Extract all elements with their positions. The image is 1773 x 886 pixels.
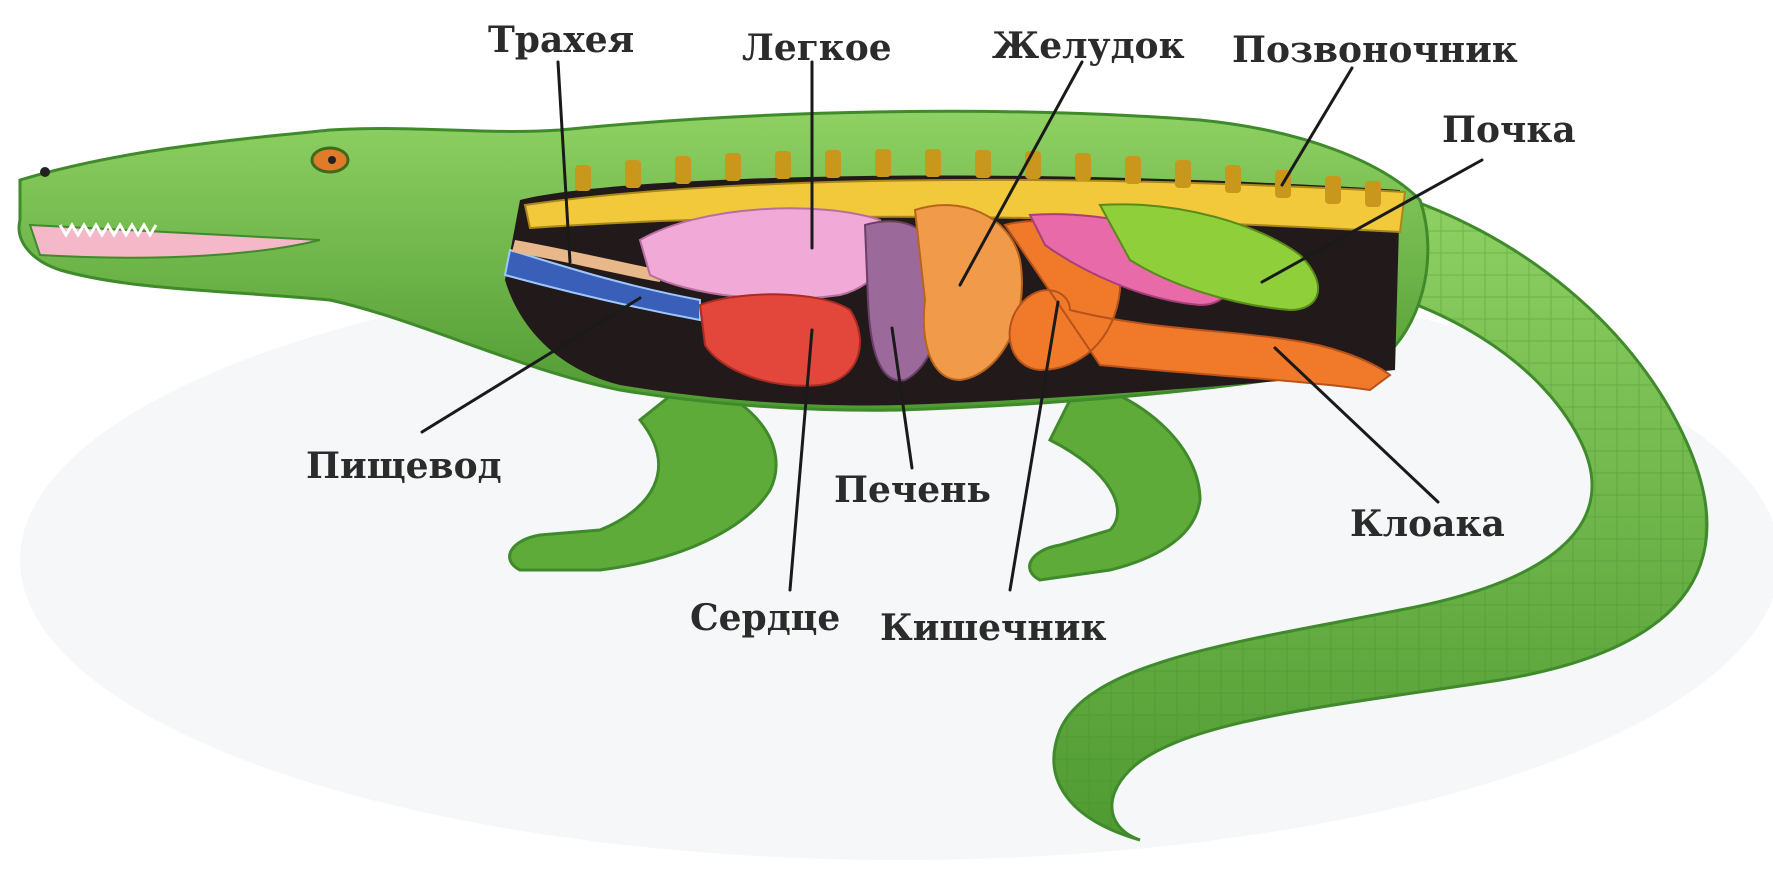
label-lung: Легкое	[742, 27, 892, 69]
label-liver: Печень	[834, 469, 991, 511]
label-kidney: Почка	[1442, 109, 1576, 151]
label-stomach: Желудок	[992, 25, 1185, 67]
label-spine: Позвоночник	[1232, 29, 1518, 71]
label-heart: Сердце	[690, 597, 840, 639]
label-intestine: Кишечник	[880, 607, 1106, 649]
label-cloaca: Клоака	[1350, 503, 1505, 545]
label-trachea: Трахея	[488, 19, 634, 61]
label-esophagus: Пищевод	[306, 445, 502, 487]
nostril	[40, 167, 50, 177]
